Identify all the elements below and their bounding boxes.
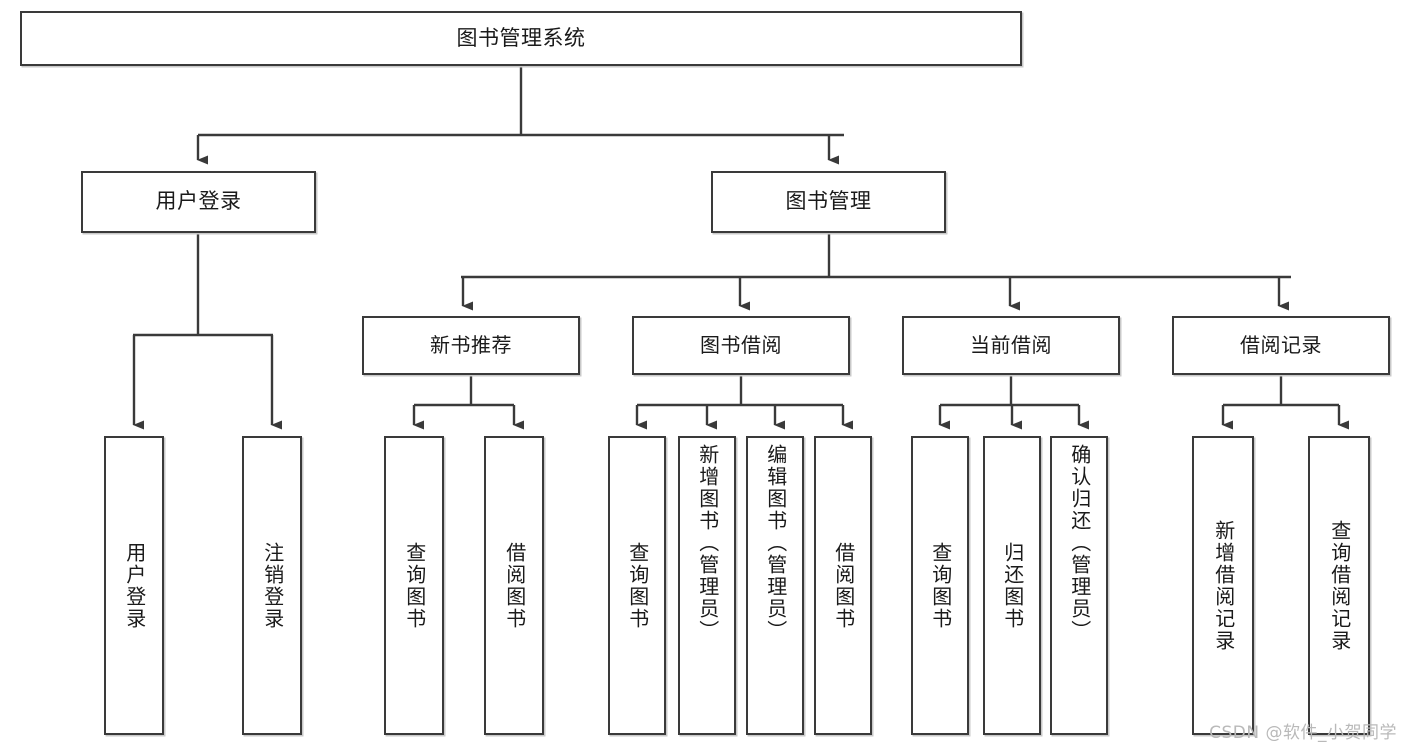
node-book-management[interactable]: 图书管理 — [711, 171, 946, 233]
node-label: 图书管理系统 — [456, 25, 586, 50]
leaf-add-book-admin[interactable]: 新增图书（管理员） — [678, 436, 736, 735]
node-current-borrow[interactable]: 当前借阅 — [902, 316, 1120, 375]
leaf-query-borrow-record[interactable]: 查询借阅记录 — [1308, 436, 1370, 735]
node-label: 当前借阅 — [970, 333, 1052, 358]
node-root-system[interactable]: 图书管理系统 — [20, 11, 1022, 66]
node-label: 用户登录 — [155, 189, 242, 214]
leaf-query-books-borrow[interactable]: 查询图书 — [608, 436, 666, 735]
node-label: 查询图书 — [402, 541, 427, 630]
node-label: 新增图书（管理员） — [695, 444, 720, 642]
node-label: 确认归还（管理员） — [1067, 444, 1092, 642]
node-label: 借阅图书 — [831, 541, 856, 630]
leaf-edit-book-admin[interactable]: 编辑图书（管理员） — [746, 436, 804, 735]
node-label: 图书借阅 — [700, 333, 782, 358]
leaf-query-books-newbook[interactable]: 查询图书 — [384, 436, 444, 735]
leaf-return-books[interactable]: 归还图书 — [983, 436, 1041, 735]
node-label: 编辑图书（管理员） — [763, 444, 788, 642]
node-label: 用户登录 — [122, 541, 147, 630]
leaf-borrow-books[interactable]: 借阅图书 — [814, 436, 872, 735]
node-new-book-recommendation[interactable]: 新书推荐 — [362, 316, 580, 375]
node-label: 借阅图书 — [502, 541, 527, 630]
leaf-borrow-books-newbook[interactable]: 借阅图书 — [484, 436, 544, 735]
node-label: 图书管理 — [785, 189, 872, 214]
node-label: 新增借阅记录 — [1211, 519, 1236, 652]
node-user-login[interactable]: 用户登录 — [81, 171, 316, 233]
leaf-confirm-return-admin[interactable]: 确认归还（管理员） — [1050, 436, 1108, 735]
node-label: 查询借阅记录 — [1327, 519, 1352, 652]
node-label: 查询图书 — [625, 541, 650, 630]
node-book-borrow[interactable]: 图书借阅 — [632, 316, 850, 375]
node-label: 归还图书 — [1000, 541, 1025, 630]
leaf-add-borrow-record[interactable]: 新增借阅记录 — [1192, 436, 1254, 735]
leaf-user-logout[interactable]: 注销登录 — [242, 436, 302, 735]
node-label: 查询图书 — [928, 541, 953, 630]
node-borrow-records[interactable]: 借阅记录 — [1172, 316, 1390, 375]
node-label: 借阅记录 — [1240, 333, 1322, 358]
leaf-user-login[interactable]: 用户登录 — [104, 436, 164, 735]
node-label: 注销登录 — [260, 541, 285, 630]
leaf-query-books-current[interactable]: 查询图书 — [911, 436, 969, 735]
node-label: 新书推荐 — [430, 333, 512, 358]
